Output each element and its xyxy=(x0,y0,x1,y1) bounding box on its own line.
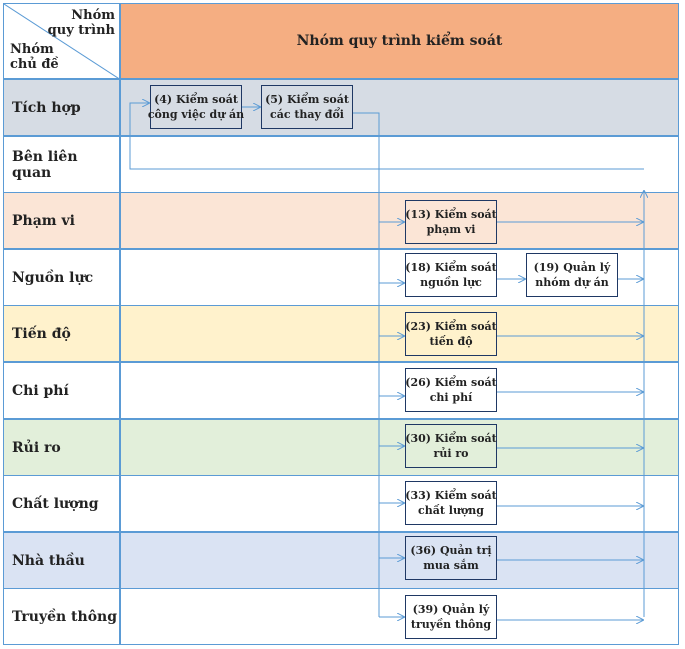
process-box-30[interactable]: (30) Kiểm soát rủi ro xyxy=(405,424,497,468)
process-box-39[interactable]: (39) Quản lý truyền thông xyxy=(405,595,497,639)
process-box-23[interactable]: (23) Kiểm soát tiến độ xyxy=(405,312,497,356)
row-label: Chi phí xyxy=(3,362,120,419)
row-lane xyxy=(120,136,679,193)
row-label: Phạm vi xyxy=(3,192,120,249)
column-header: Nhóm quy trình kiểm soát xyxy=(120,3,679,79)
row-lane xyxy=(120,588,679,645)
row-label: Nguồn lực xyxy=(3,249,120,306)
row-label: Tiến độ xyxy=(3,305,120,362)
column-axis-label: Nhóm quy trình xyxy=(47,8,115,38)
process-box-4[interactable]: (4) Kiểm soát công việc dự án xyxy=(148,85,244,129)
row-label: Bên liên quan xyxy=(3,136,120,193)
process-matrix: Nhóm quy trình Nhóm chủ đề Nhóm quy trìn… xyxy=(3,3,679,645)
process-box-36[interactable]: (36) Quản trị mua sắm xyxy=(405,536,497,580)
corner-header-cell: Nhóm quy trình Nhóm chủ đề xyxy=(3,3,121,80)
row-lane xyxy=(120,532,679,589)
row-label: Tích hợp xyxy=(3,79,120,136)
row-lane xyxy=(120,362,679,419)
corner-diagonal xyxy=(4,4,121,80)
row-lane xyxy=(120,419,679,476)
process-box-33[interactable]: (33) Kiểm soát chất lượng xyxy=(405,481,497,525)
row-label: Nhà thầu xyxy=(3,532,120,589)
process-box-26[interactable]: (26) Kiểm soát chi phí xyxy=(405,368,497,412)
process-box-18[interactable]: (18) Kiểm soát nguồn lực xyxy=(405,253,497,297)
process-box-19[interactable]: (19) Quản lý nhóm dự án xyxy=(526,253,618,297)
row-lane xyxy=(120,192,679,249)
row-lane xyxy=(120,475,679,532)
process-box-13[interactable]: (13) Kiểm soát phạm vi xyxy=(405,200,497,244)
row-axis-label: Nhóm chủ đề xyxy=(10,42,59,72)
row-label: Chất lượng xyxy=(3,475,120,532)
row-label: Truyền thông xyxy=(3,588,120,645)
process-box-5[interactable]: (5) Kiểm soát các thay đổi xyxy=(261,85,353,129)
row-lane xyxy=(120,305,679,362)
row-label: Rủi ro xyxy=(3,419,120,476)
